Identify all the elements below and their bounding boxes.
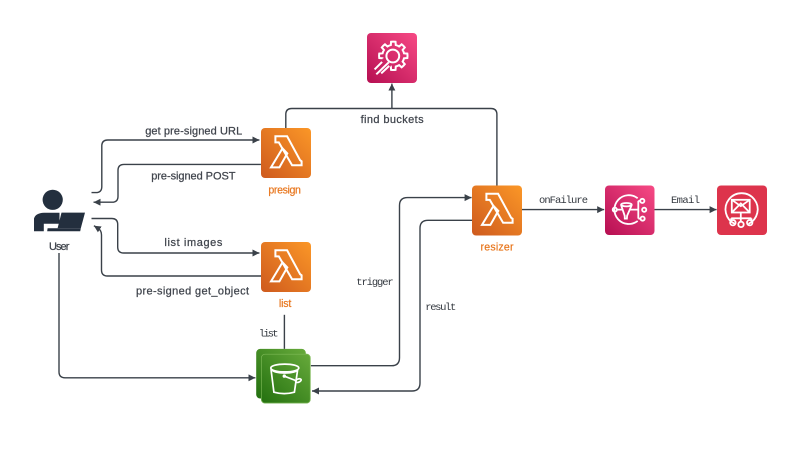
svg-text:User: User [49,241,70,253]
svg-text:Email: Email [671,195,700,207]
svg-text:pre-signed POST: pre-signed POST [151,170,236,182]
svg-text:result: result [425,302,456,314]
svg-text:find buckets: find buckets [361,114,425,126]
svg-text:list: list [259,328,279,340]
svg-text:get pre-signed URL: get pre-signed URL [145,125,242,137]
svg-text:trigger: trigger [356,277,393,289]
svg-text:list: list [279,298,291,310]
svg-text:resizer: resizer [481,241,514,253]
svg-text:onFailure: onFailure [539,195,588,207]
svg-text:pre-signed get_object: pre-signed get_object [136,286,249,298]
svg-text:presign: presign [268,184,301,196]
svg-text:list images: list images [164,237,223,249]
